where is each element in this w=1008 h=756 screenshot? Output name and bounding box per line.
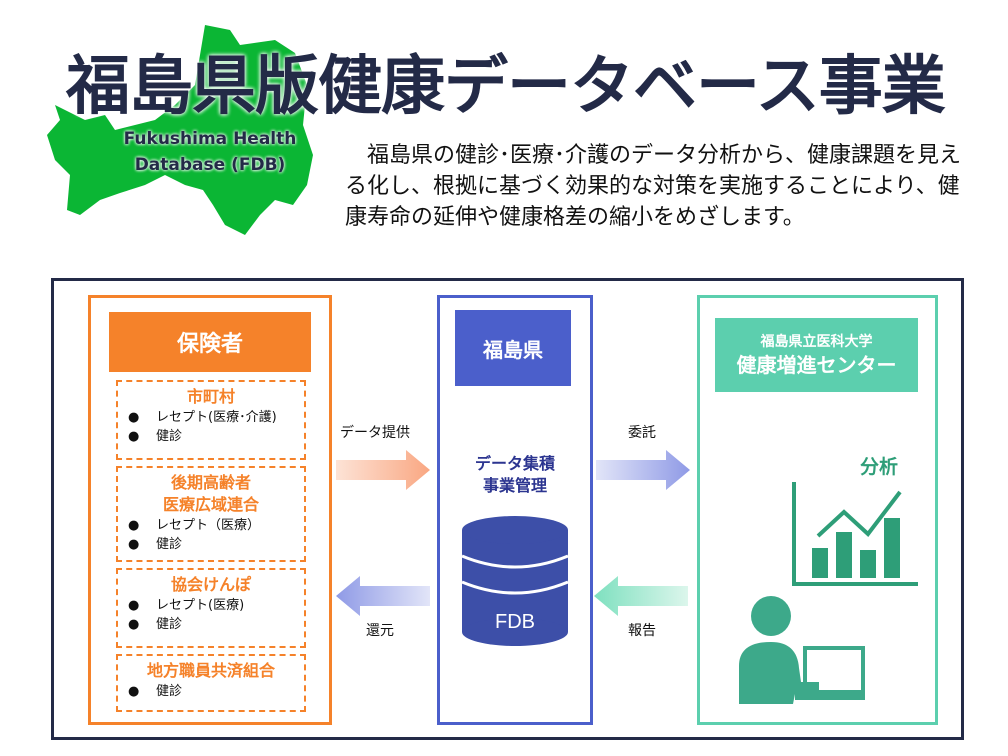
group-title: 協会けんぽ [170, 575, 251, 594]
db-label: FDB [495, 611, 535, 633]
description: 福島県の健診･医療･介護のデータ分析から、健康課題を見える化し、根拠に基づく効果… [345, 143, 962, 230]
prefecture-box: 福島県 データ集積事業管理 FDB [437, 295, 593, 725]
group-municipality: 市町村 ●レセプト(医療･介護) ●健診 [116, 380, 306, 460]
list-item: ●健診 [128, 617, 183, 632]
list-item: ●健診 [128, 537, 183, 552]
label-report: 報告 [628, 623, 656, 639]
center-title: 福島県立医科大学健康増進センター [715, 318, 918, 392]
diagram-frame [51, 278, 964, 740]
list-item: ●レセプト(医療･介護) [128, 410, 277, 425]
analysis-label: 分析 [860, 456, 899, 478]
prefecture-label: データ集積事業管理 [474, 454, 555, 495]
subtitle-line: Database (FDB) [134, 155, 286, 175]
center-box: 福島県立医科大学健康増進センター 分析 [697, 295, 938, 725]
label-return: 還元 [366, 623, 394, 639]
group-title: 市町村 [186, 387, 235, 406]
label-commission: 委託 [628, 425, 656, 441]
arrow-left-report [594, 576, 688, 616]
list-item: ●レセプト（医療） [128, 518, 261, 533]
bar-chart-icon [792, 482, 918, 586]
group-local-officials: 地方職員共済組合 ●健診 [116, 654, 306, 712]
page-title: 福島県版健康データベース事業 [66, 50, 946, 124]
fukushima-map-logo [47, 25, 313, 235]
database-icon: FDB [462, 516, 568, 646]
label-data-provide: データ提供 [340, 425, 410, 441]
group-title: 後期高齢者医療広域連合 [162, 473, 259, 514]
person-computer-icon [739, 596, 865, 704]
insurers-box: 保険者 市町村 ●レセプト(医療･介護) ●健診 後期高齢者医療広域連合 ●レセ… [88, 295, 332, 725]
arrow-left-return [336, 576, 430, 616]
group-title: 地方職員共済組合 [146, 661, 275, 680]
arrow-right-provide [336, 450, 430, 490]
list-item: ●健診 [128, 429, 183, 444]
list-item: ●レセプト(医療) [128, 598, 245, 613]
group-kyokai: 協会けんぽ ●レセプト(医療) ●健診 [116, 568, 306, 648]
list-item: ●健診 [128, 684, 183, 699]
arrow-right-commission [596, 450, 690, 490]
prefecture-title: 福島県 [455, 310, 571, 386]
subtitle-line: Fukushima Health [123, 129, 297, 149]
insurers-title: 保険者 [109, 312, 311, 372]
group-elderly: 後期高齢者医療広域連合 ●レセプト（医療） ●健診 [116, 466, 306, 562]
